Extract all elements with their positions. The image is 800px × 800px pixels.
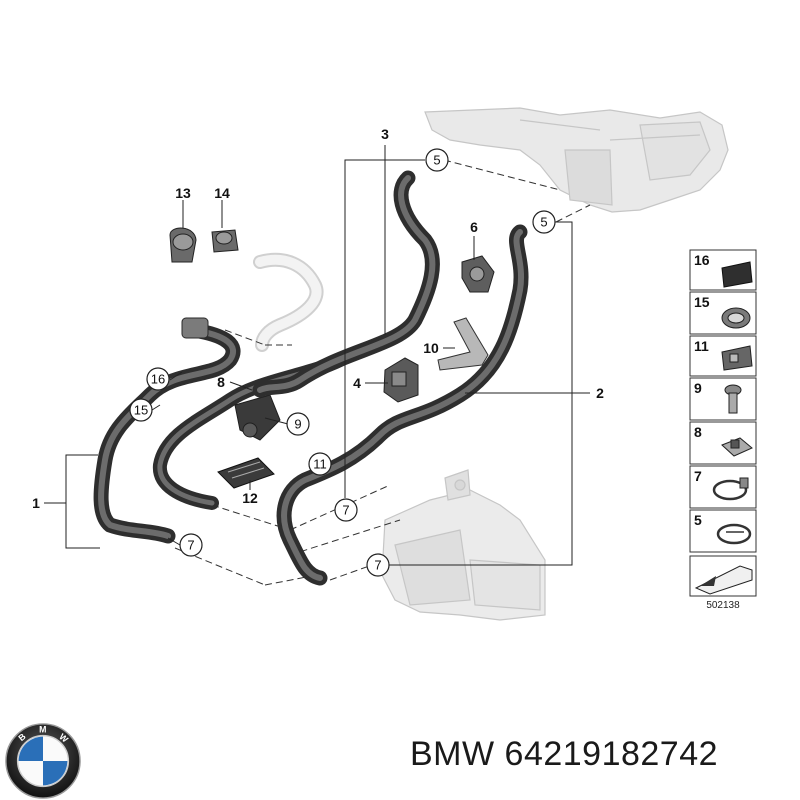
part-6-holder [461, 255, 495, 293]
svg-text:5: 5 [540, 215, 547, 230]
legend-item-5: 5 [689, 509, 757, 553]
part-label-12: 12 [242, 490, 258, 506]
legend-item-9: 9 [689, 377, 757, 421]
solid-leaders [44, 145, 590, 566]
legend-item-8: 8 [689, 421, 757, 465]
legend-panel: 16 15 11 9 8 7 [689, 249, 757, 611]
part-13-clamp [169, 227, 197, 263]
callout-7b: 7 [179, 533, 203, 557]
svg-text:16: 16 [694, 252, 710, 268]
svg-text:B: B [16, 731, 27, 743]
svg-text:7: 7 [187, 538, 194, 553]
svg-text:16: 16 [151, 372, 165, 387]
callout-9: 9 [286, 412, 310, 436]
svg-text:7: 7 [694, 468, 702, 484]
part-label-6: 6 [470, 219, 478, 235]
part-label-10: 10 [423, 340, 439, 356]
diagram-code: 502138 [706, 600, 740, 611]
part-4-holder [383, 357, 419, 403]
svg-text:9: 9 [294, 417, 301, 432]
svg-text:7: 7 [342, 503, 349, 518]
part-label-4: 4 [353, 375, 361, 391]
svg-text:11: 11 [694, 338, 709, 354]
part-14-clamp [211, 229, 239, 253]
part-10-bracket [437, 317, 489, 371]
svg-text:15: 15 [694, 294, 710, 310]
engine-upper-component [424, 107, 729, 213]
svg-text:5: 5 [694, 512, 702, 528]
hose-2 [276, 224, 529, 586]
svg-text:11: 11 [313, 457, 327, 472]
part-label-3: 3 [381, 126, 389, 142]
callout-11: 11 [308, 452, 332, 476]
svg-text:7: 7 [374, 558, 381, 573]
hose-1 [93, 317, 241, 544]
callout-5b: 5 [532, 210, 556, 234]
bmw-logo: B M W [5, 723, 81, 799]
callout-5a: 5 [425, 148, 449, 172]
dashed-leaders [174, 159, 591, 586]
part-label-8: 8 [217, 374, 225, 390]
legend-gasket-icon [689, 555, 757, 597]
legend-item-16: 16 [689, 249, 757, 291]
part-12-pad [217, 457, 275, 489]
svg-text:5: 5 [433, 153, 440, 168]
part-label-2: 2 [596, 385, 604, 401]
part-number-title: BMW 64219182742 [410, 735, 719, 773]
legend-item-11: 11 [689, 335, 757, 377]
part-label-13: 13 [175, 185, 191, 201]
part-label-1: 1 [32, 495, 40, 511]
part-label-14: 14 [214, 185, 230, 201]
callout-16: 16 [146, 367, 170, 391]
legend-item-15: 15 [689, 291, 757, 335]
hose-3 [252, 170, 440, 398]
svg-text:9: 9 [694, 380, 702, 396]
svg-text:M: M [39, 725, 46, 735]
engine-lower-component [381, 469, 546, 621]
legend-item-7: 7 [689, 465, 757, 509]
svg-text:8: 8 [694, 424, 702, 440]
svg-text:15: 15 [134, 403, 148, 418]
callout-15: 15 [129, 398, 153, 422]
callout-7c: 7 [366, 553, 390, 577]
callout-7a: 7 [334, 498, 358, 522]
